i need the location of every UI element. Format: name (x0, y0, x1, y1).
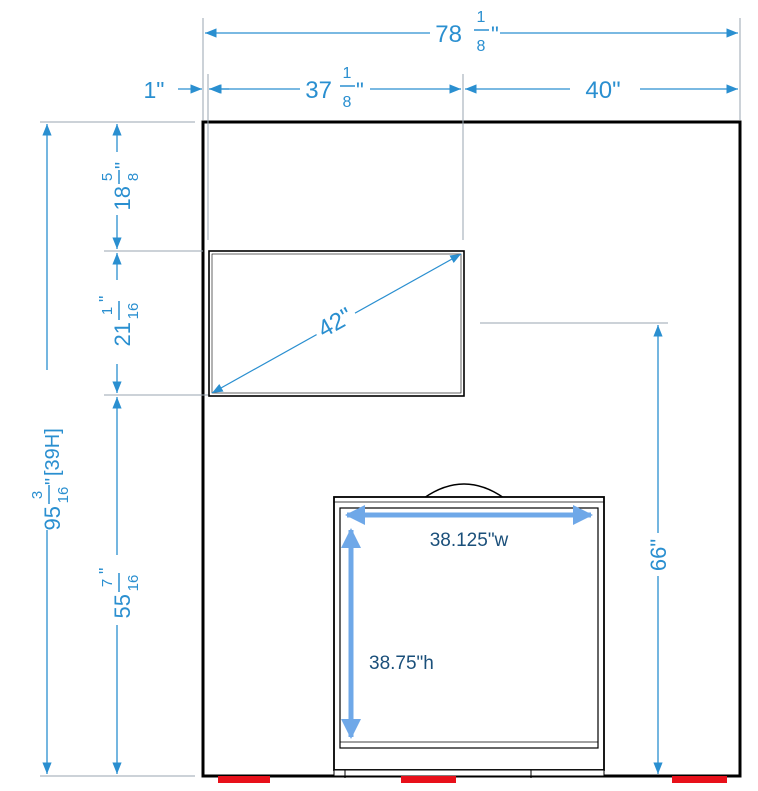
svg-text:": " (112, 162, 134, 169)
svg-text:3: 3 (29, 491, 46, 499)
dimension-lines (42, 28, 738, 774)
extension-lines (40, 18, 741, 777)
svg-text:[39H]: [39H] (42, 428, 64, 476)
svg-text:95: 95 (40, 506, 65, 530)
svg-text:": " (356, 78, 364, 103)
svg-text:5: 5 (99, 173, 116, 181)
svg-text:18: 18 (110, 186, 135, 210)
fireplace-opening (339, 507, 599, 749)
svg-text:37: 37 (305, 77, 332, 104)
svg-text:8: 8 (125, 173, 142, 181)
foot-marker (218, 776, 270, 783)
svg-text:1: 1 (99, 307, 116, 315)
fireplace-width-label: 38.125"w (430, 530, 509, 551)
dim-label-tv-center-x: 37 1 8 " (305, 65, 364, 111)
svg-text:8: 8 (477, 38, 486, 55)
svg-text:1: 1 (477, 9, 486, 26)
tv: 42" (208, 250, 465, 397)
dim-label-tv-height: 21 1 16 " (96, 296, 142, 347)
dim-label-offset-left: 1" (144, 77, 165, 103)
svg-text:66": 66" (646, 539, 671, 571)
foot-marker (672, 776, 727, 783)
foot-marker (401, 776, 456, 783)
svg-text:": " (42, 478, 64, 485)
svg-text:16: 16 (55, 487, 72, 504)
svg-text:": " (96, 568, 116, 574)
fireplace-top-arch (423, 483, 505, 499)
dim-label-overall-width: 78 1 8 " (435, 9, 499, 55)
svg-text:8: 8 (343, 94, 352, 111)
svg-text:78: 78 (435, 21, 462, 48)
svg-text:55: 55 (110, 594, 135, 618)
svg-text:": " (491, 22, 499, 47)
dim-label-overall-height: 95 3 16 " [39H] (29, 428, 72, 530)
dim-label-right-portion: 40" (585, 77, 620, 104)
fireplace-base (333, 769, 605, 777)
svg-text:16: 16 (125, 575, 142, 592)
dim-label-floor-to-tv: 55 7 16 " (96, 568, 142, 619)
floor-feet (218, 776, 727, 783)
dim-label-tv-center-height: 66" (646, 539, 671, 571)
svg-text:7: 7 (99, 579, 116, 587)
svg-text:16: 16 (125, 303, 142, 320)
svg-text:1: 1 (343, 65, 352, 82)
dim-label-top-to-tv: 18 5 8 " (99, 162, 142, 211)
fireplace: 38.125"w 38.75"h (333, 483, 605, 778)
fireplace-height-label: 38.75"h (369, 653, 434, 674)
svg-text:21: 21 (110, 322, 135, 346)
svg-text:": " (96, 296, 116, 302)
